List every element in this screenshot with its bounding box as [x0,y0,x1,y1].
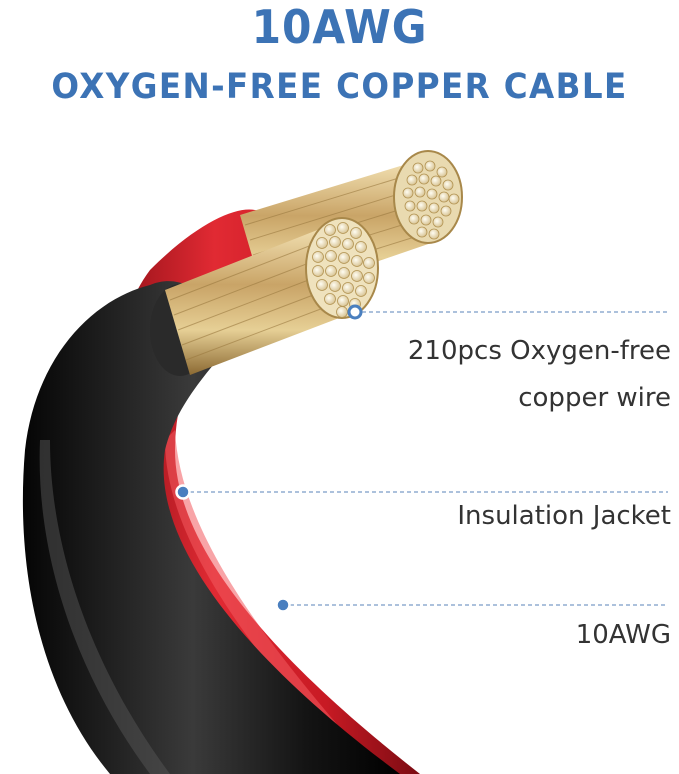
callout-dot-gauge [275,597,291,613]
callout-dot-wire [347,304,363,320]
callout-gauge [275,597,668,613]
page-title: 10AWG [251,0,428,54]
callout-jacket [175,484,668,500]
front-strand-ends [312,222,375,318]
black-cable [22,281,401,774]
back-strand-ends [402,160,460,240]
page-subtitle: OXYGEN-FREE COPPER CABLE [51,67,628,107]
callout-label-wire-line1: 210pcs Oxygen-free [407,336,671,366]
callout-label-gauge: 10AWG [575,620,671,650]
callout-dot-jacket [175,484,191,500]
callout-label-jacket: Insulation Jacket [457,501,671,531]
callout-wire [347,304,668,320]
callout-label-wire-line2: copper wire [518,383,671,413]
